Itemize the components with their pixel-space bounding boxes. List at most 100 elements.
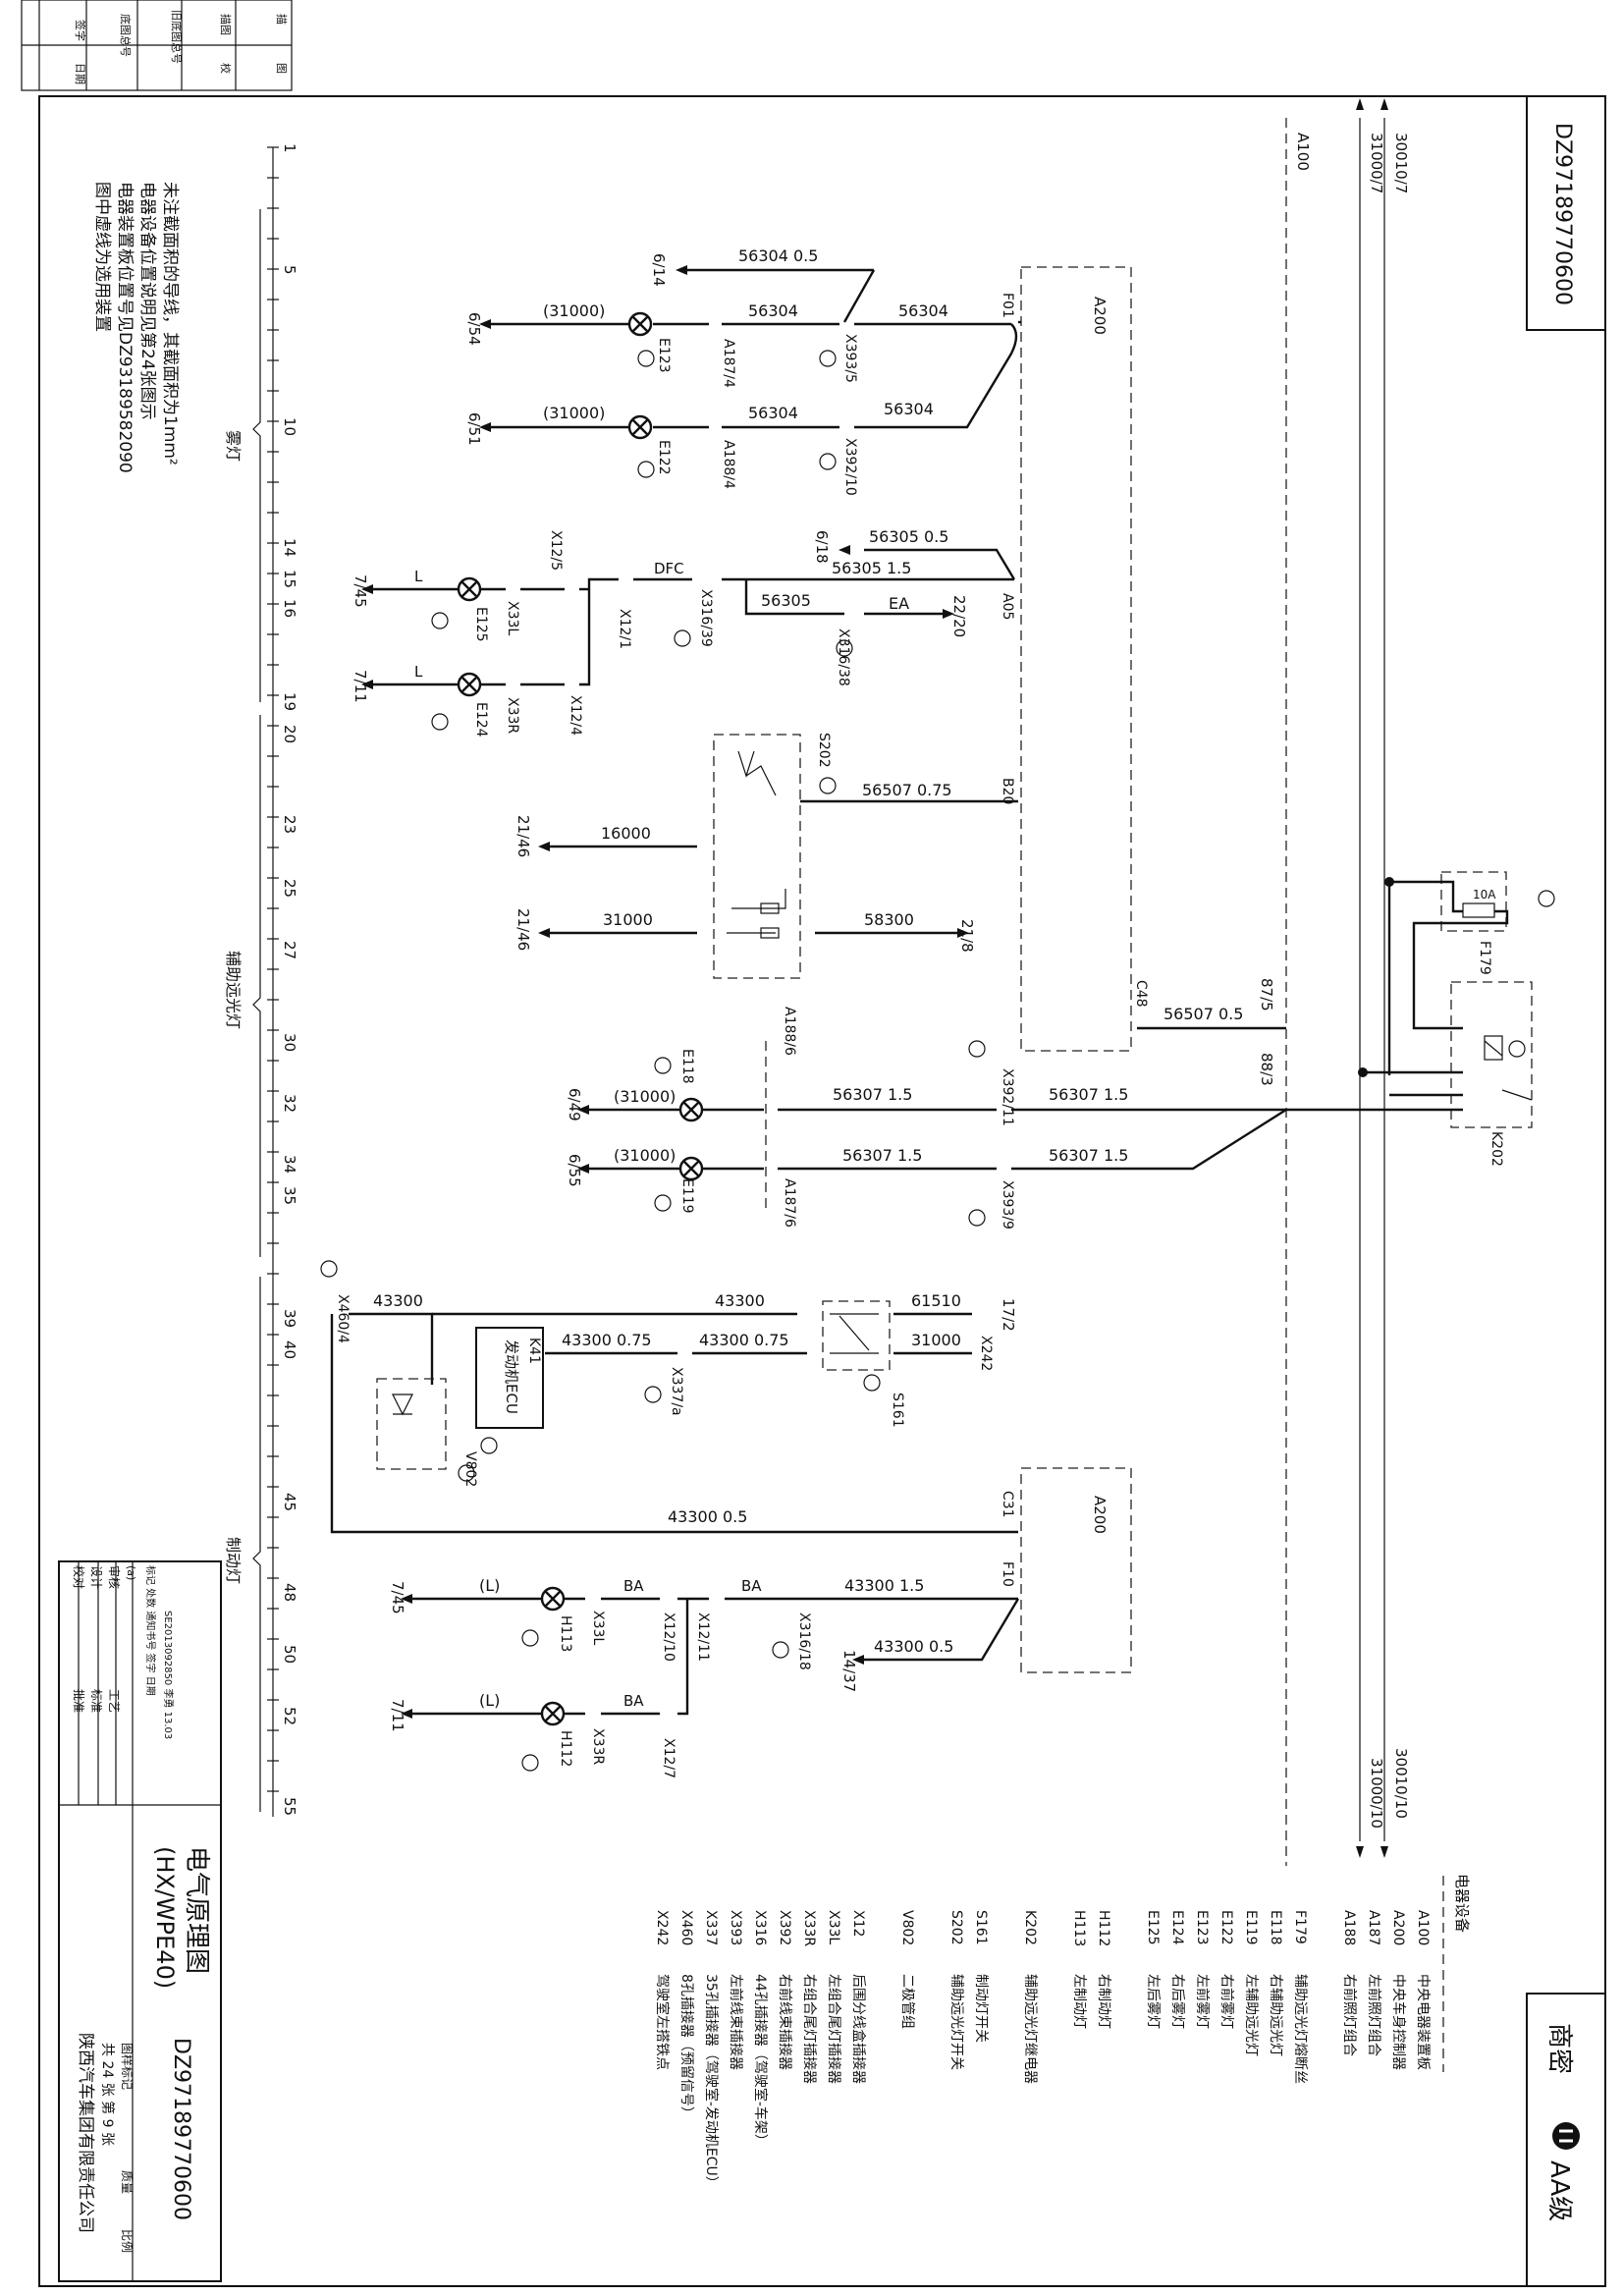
legend-desc: 左前雾灯 [1194, 1974, 1211, 2029]
ruler-mark: 14 [281, 538, 298, 557]
wire-label: L [414, 568, 423, 585]
lamp-label: E119 [679, 1178, 695, 1214]
title-block: DZ97189770600 商密 AA级 电气原理图 (HX/WPE40) DZ… [58, 95, 1606, 2287]
aux-beam-switch[interactable]: S202 56507 0.75 16000 21/46 31000 21/46 … [514, 733, 1018, 979]
legend-code: X12 [850, 1910, 866, 1937]
company-name: 陕西汽车集团有限责任公司 [76, 2033, 95, 2233]
ruler-mark: 30 [281, 1033, 298, 1052]
wire-label: 21/46 [514, 908, 532, 951]
connector-label: A188/6 [782, 1007, 797, 1056]
ruler-mark: 55 [281, 1797, 298, 1816]
controller-box [1020, 266, 1132, 1052]
legend-desc: 中央电器装置板 [1415, 1974, 1431, 2070]
margin-label: 日期 [74, 63, 86, 84]
connector-label: X392/11 [1000, 1068, 1015, 1126]
legend-desc: 辅助远光灯继电器 [1022, 1974, 1038, 2084]
connector-label: X460/4 [335, 1294, 351, 1343]
legend-desc: 右组合尾灯插接器 [801, 1974, 818, 2084]
page-info: 共 24 张 第 9 张 [99, 2043, 116, 2146]
group-label: 制动灯 [224, 1537, 243, 1584]
ruler-mark: 32 [281, 1094, 298, 1113]
legend-code: X316 [752, 1910, 768, 1945]
wire-label: 43300 [715, 1291, 765, 1310]
component-label: A200 [1091, 297, 1109, 335]
wire-label: 10A [1473, 888, 1496, 902]
lamp-icon [540, 1586, 566, 1612]
margin-label: 图 [275, 63, 288, 74]
lamp-icon [457, 576, 482, 602]
wire-label: 43300 [373, 1291, 423, 1310]
ruler-mark: 48 [281, 1583, 298, 1602]
legend-desc: 左制动灯 [1071, 1974, 1087, 2029]
lamp-icon [457, 672, 482, 697]
wire-label: 43300 0.5 [668, 1507, 747, 1526]
title-row: (a) [125, 1565, 137, 1580]
legend-code: X33L [826, 1910, 841, 1944]
wire-label: L [414, 663, 423, 681]
legend-desc: 制动灯开关 [973, 1974, 989, 2043]
legend-desc: 中央车身控制器 [1390, 1974, 1407, 2070]
wire-label: 43300 0.75 [699, 1331, 789, 1349]
ruler-mark: 23 [281, 815, 298, 834]
bus-label: 31000/7 [1368, 133, 1385, 193]
title-row: 校对 [72, 1565, 86, 1589]
wire-label: 6/54 [465, 312, 483, 346]
legend-desc: 辅助远光灯熔断丝 [1292, 1974, 1308, 2084]
legend-code: S161 [973, 1910, 989, 1945]
ruler-mark: 1 [281, 143, 298, 153]
pin-label: B20 [1000, 778, 1015, 804]
lamp-label: E124 [473, 702, 489, 738]
connector-label: X12/11 [695, 1613, 711, 1662]
legend-desc: 左辅助远光灯 [1243, 1974, 1259, 2056]
ruler-mark: 10 [281, 417, 298, 436]
legend-code: X242 [654, 1910, 670, 1945]
wire-label: 56304 [748, 404, 798, 422]
connector-label: X12/7 [661, 1738, 676, 1778]
brand-logo-icon [1552, 2122, 1580, 2150]
connector-label: X316/38 [836, 629, 851, 686]
bus-label: A100 [1294, 133, 1312, 171]
margin-label: 描 [275, 14, 289, 25]
margin-strip: 签字 日期 底图总号 旧底图总号 描图 校 描 图 [21, 0, 293, 91]
legend-code: X392 [777, 1910, 792, 1945]
connector-label: X12/4 [568, 695, 583, 736]
legend-code: A100 [1415, 1910, 1431, 1945]
pin-label: C48 [1133, 980, 1149, 1008]
legend-desc: 辅助远光灯开关 [948, 1974, 964, 2070]
wire-label: 88/3 [1258, 1053, 1275, 1086]
connector-label: A188/4 [721, 440, 736, 489]
component-label: F179 [1477, 941, 1492, 975]
wire-label: 7/11 [389, 1699, 406, 1732]
wire-label: (L) [479, 1576, 500, 1595]
wire-label: BA [741, 1577, 762, 1595]
legend-desc: 后围分线盒插接器 [850, 1974, 867, 2084]
lamp-icon [540, 1701, 566, 1726]
ruler-mark: 50 [281, 1645, 298, 1664]
pin-label: F10 [1000, 1561, 1015, 1587]
legend-desc: 左前线束插接器 [728, 1974, 744, 2070]
mark-label: 图样标记 [120, 2043, 135, 2090]
lamp-icon [678, 1097, 704, 1122]
legend-desc: 二极管组 [899, 1974, 915, 2029]
lamp-label: E125 [473, 607, 489, 642]
connector-label: A187/4 [721, 339, 736, 388]
notes: 未注截面积的导线，其截面积为1mm² 电器设备位置说明见第24张图示 电器装置板… [92, 182, 180, 473]
wire-label: 56304 [748, 301, 798, 320]
aux-high-beam-circuit: 56307 1.5 56307 1.5 X392/11 X393/9 56307… [566, 1007, 1287, 1230]
wire-label: 56307 1.5 [1049, 1146, 1128, 1165]
wire-label: 43300 0.5 [874, 1637, 953, 1656]
wire-label: (31000) [543, 404, 605, 422]
connector-label: A187/6 [782, 1178, 797, 1228]
wire-label: (31000) [614, 1087, 676, 1106]
wire-label: 22/20 [950, 595, 968, 637]
bus-label: 30010/7 [1392, 133, 1410, 193]
title-label: 工艺 [107, 1689, 121, 1713]
legend-desc: 驾驶室左搭铁点 [654, 1974, 671, 2070]
wire-label: 56305 1.5 [832, 559, 911, 577]
component-label: K41 [526, 1338, 542, 1364]
lamp-icon [678, 1156, 704, 1181]
component-label: S202 [816, 733, 832, 768]
wire-label: DFC [654, 560, 684, 577]
wire-label: 56307 1.5 [833, 1085, 912, 1104]
